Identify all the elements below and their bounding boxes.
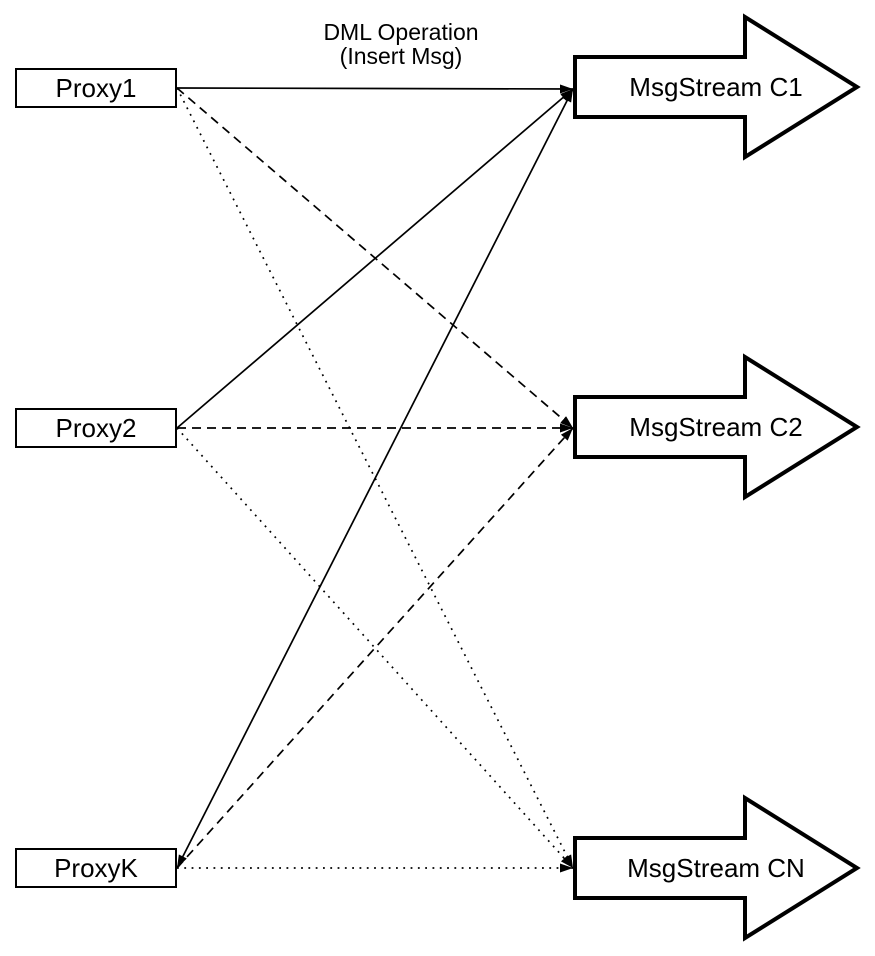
connector-proxyk-c1-solid (176, 88, 574, 869)
msgstream-c1-arrow-shape (573, 13, 861, 161)
proxy1-label: Proxy1 (55, 73, 137, 103)
diagram-title: DML Operation (Insert Msg) (323, 19, 479, 69)
proxyk-label: ProxyK (54, 853, 138, 883)
msgstream-c2-label: MsgStream C2 (629, 412, 803, 442)
proxyk-node: ProxyK (15, 848, 177, 888)
msgstream-cn-label: MsgStream CN (627, 853, 805, 883)
proxy2-label: Proxy2 (55, 413, 137, 443)
msgstream-cn-arrow-shape (573, 794, 861, 942)
connectors-layer (176, 84, 574, 873)
msgstream-c2-arrow-shape (573, 353, 861, 501)
connector-proxy1-c1-solid (176, 84, 574, 94)
connector-proxyk-c2-dashed (176, 427, 574, 869)
proxy2-node: Proxy2 (15, 408, 177, 448)
msgstream-c1-label: MsgStream C1 (629, 72, 803, 102)
proxy1-node: Proxy1 (15, 68, 177, 108)
msgstream-arrow-shapes (573, 13, 861, 942)
